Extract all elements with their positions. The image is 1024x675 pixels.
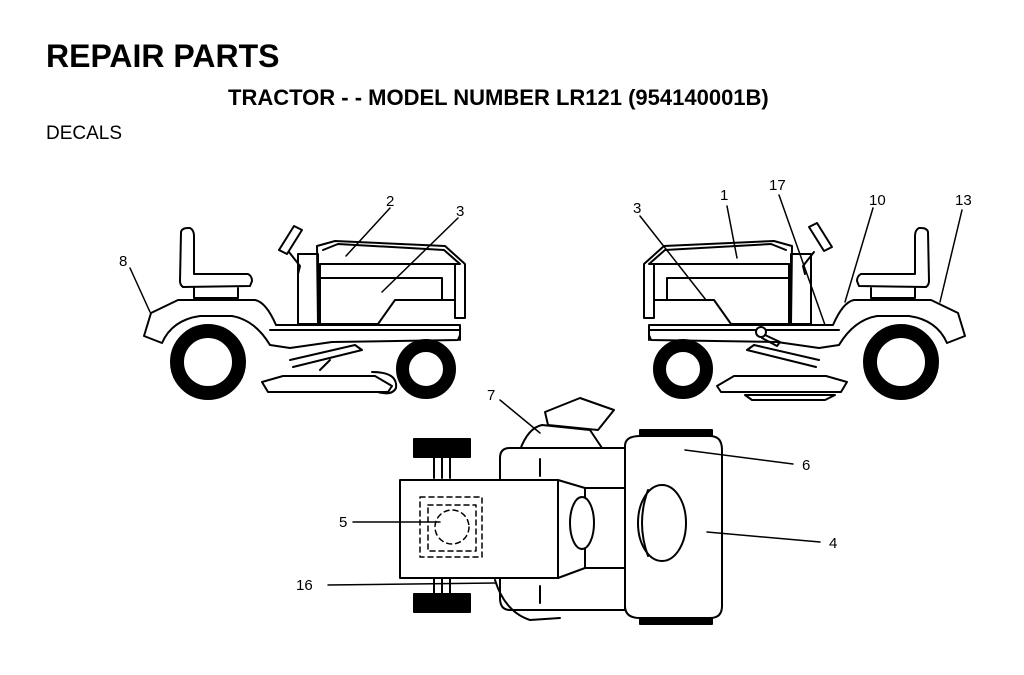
callout-7: 7 [487, 387, 495, 404]
section-heading: DECALS [46, 123, 123, 144]
callout-6: 6 [802, 457, 810, 474]
tractor-top-view [399, 397, 723, 625]
page-subtitle: TRACTOR - - MODEL NUMBER LR121 (95414000… [228, 85, 769, 110]
callout-5: 5 [339, 514, 347, 531]
tractor-left-side-view [143, 225, 466, 400]
callout-2: 2 [386, 193, 394, 210]
callout-13: 13 [955, 192, 972, 209]
tractor-right-side-view [643, 222, 966, 401]
leader-lines [129, 194, 963, 586]
callout-16: 16 [296, 577, 313, 594]
callout-labels: 8 2 3 3 1 17 10 13 7 6 5 4 16 [119, 177, 972, 594]
page-title: REPAIR PARTS [46, 38, 280, 74]
callout-17: 17 [769, 177, 786, 194]
callout-3-right: 3 [633, 200, 641, 217]
callout-3-left: 3 [456, 203, 464, 220]
callout-1: 1 [720, 187, 728, 204]
callout-10: 10 [869, 192, 886, 209]
callout-8: 8 [119, 253, 127, 270]
callout-4: 4 [829, 535, 837, 552]
